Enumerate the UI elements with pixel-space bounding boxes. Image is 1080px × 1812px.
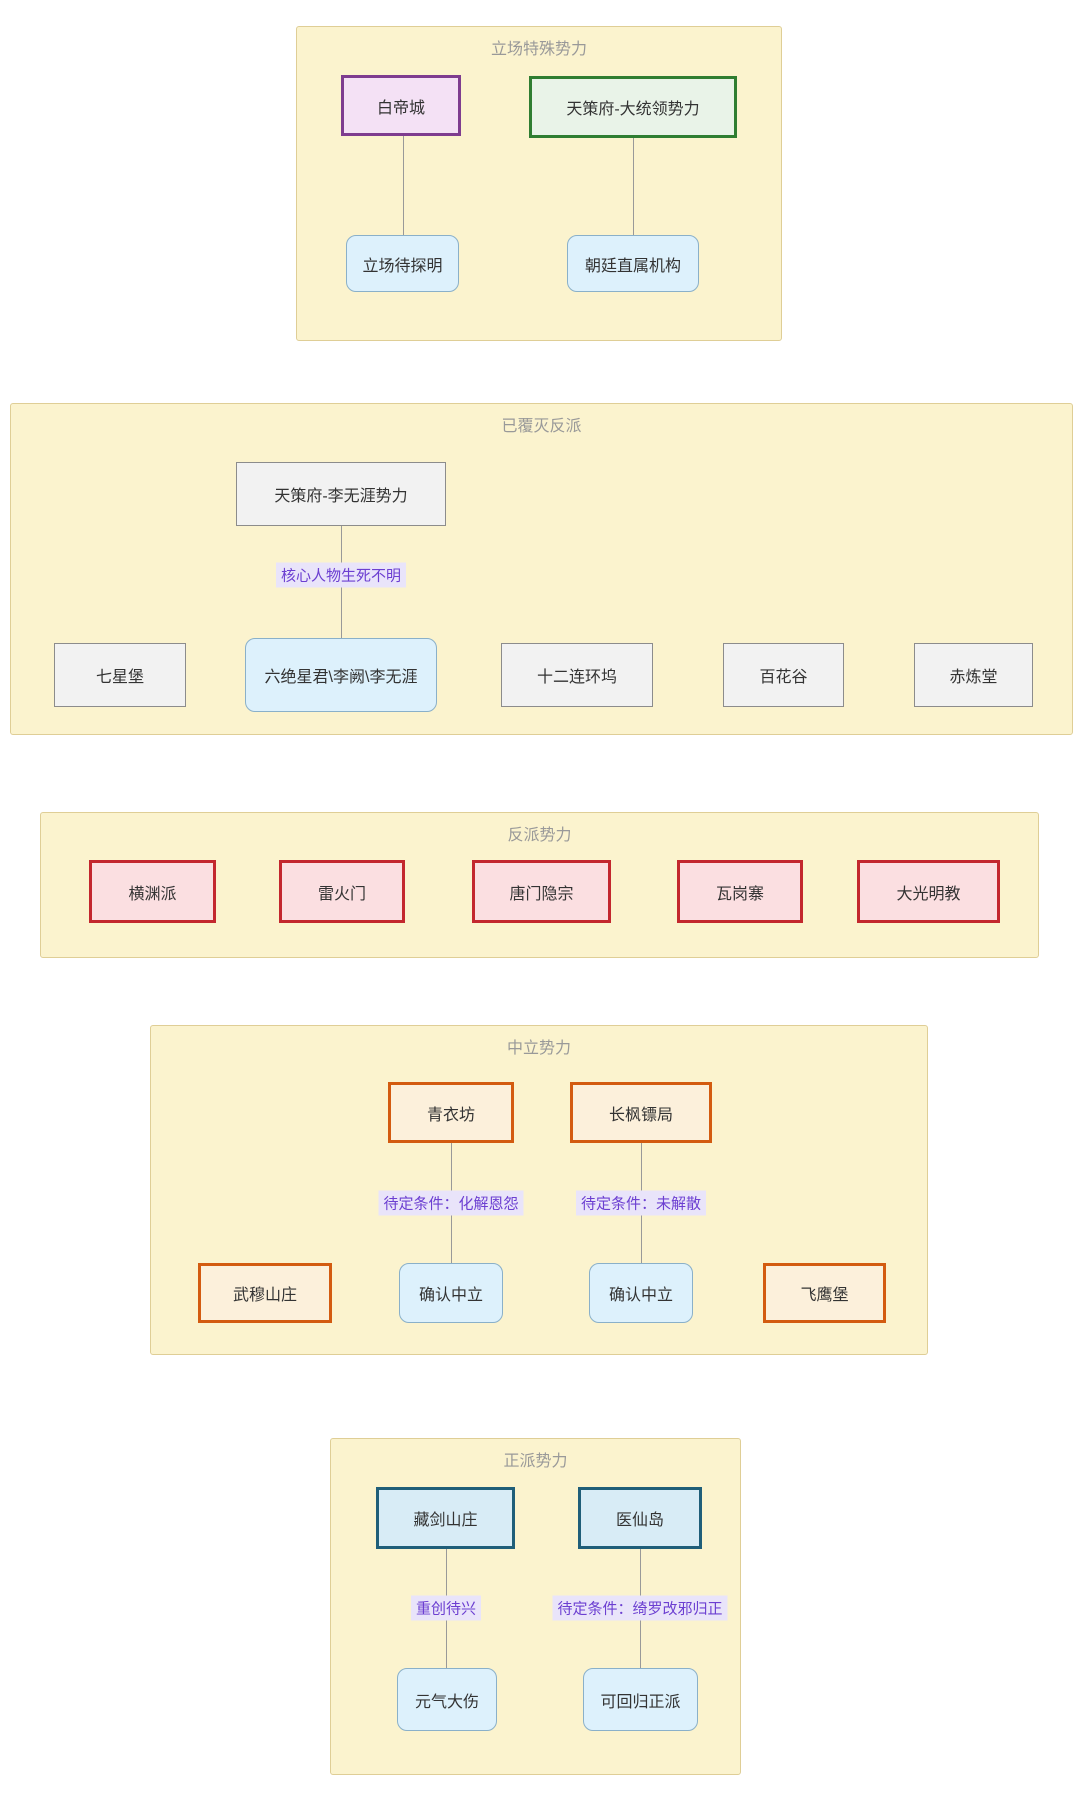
node-chaoting-zhishu-jigou: 朝廷直属机构 — [567, 235, 699, 292]
cluster-title-righteous-forces: 正派势力 — [503, 1453, 568, 1470]
node-tangmen-yinzong: 唐门隐宗 — [472, 860, 611, 923]
node-kehuigui-zhengpai: 可回归正派 — [583, 1668, 698, 1731]
node-tiancefu-liwuya: 天策府-李无涯势力 — [236, 462, 446, 526]
node-cangjian-shanzhuang: 藏剑山庄 — [376, 1487, 515, 1549]
node-hengyuanpai: 横渊派 — [89, 860, 216, 923]
edge-label-weijiesan: 待定条件：未解散 — [575, 1190, 707, 1216]
cluster-destroyed-villains: 已覆灭反派 核心人物生死不明 天策府-李无涯势力 七星堡 六绝星君\李阙\李无涯… — [10, 403, 1073, 735]
node-daguangmingjiao: 大光明教 — [857, 860, 1000, 923]
node-wagangzhai: 瓦岗寨 — [677, 860, 803, 923]
node-yixiandao: 医仙岛 — [578, 1487, 702, 1549]
edge-line-baidicheng — [403, 136, 404, 235]
node-queren-zhongli-1: 确认中立 — [399, 1263, 503, 1323]
node-shier-lianhuanwu: 十二连环坞 — [501, 643, 653, 707]
cluster-neutral-forces: 中立势力 待定条件：化解恩怨 待定条件：未解散 青衣坊 长枫镖局 武穆山庄 确认… — [150, 1025, 928, 1355]
node-changfeng-biaoju: 长枫镖局 — [570, 1082, 712, 1143]
node-qingyifang: 青衣坊 — [388, 1082, 514, 1143]
node-lichang-daitanming: 立场待探明 — [346, 235, 459, 292]
node-chiliantang: 赤炼堂 — [914, 643, 1033, 707]
node-leihuomen: 雷火门 — [279, 860, 405, 923]
node-queren-zhongli-2: 确认中立 — [589, 1263, 693, 1323]
cluster-title-villain-forces: 反派势力 — [507, 827, 572, 844]
node-liujue-xingjun: 六绝星君\李阙\李无涯 — [245, 638, 437, 712]
cluster-title-destroyed-villains: 已覆灭反派 — [501, 418, 582, 435]
cluster-title-special-stance: 立场特殊势力 — [490, 41, 587, 58]
edge-label-huajie-enyuan: 待定条件：化解恩怨 — [378, 1190, 524, 1216]
node-qixingbao: 七星堡 — [54, 643, 186, 707]
node-baidicheng: 白帝城 — [341, 75, 461, 136]
node-yuanqi-dashang: 元气大伤 — [397, 1668, 497, 1731]
edge-line-tiancefu-datongling — [633, 138, 634, 235]
cluster-special-stance: 立场特殊势力 白帝城 天策府-大统领势力 立场待探明 朝廷直属机构 — [296, 26, 782, 341]
edge-label-chongchuang-daixing: 重创待兴 — [410, 1595, 482, 1621]
cluster-villain-forces: 反派势力 横渊派 雷火门 唐门隐宗 瓦岗寨 大光明教 — [40, 812, 1039, 958]
cluster-righteous-forces: 正派势力 重创待兴 待定条件：绮罗改邪归正 藏剑山庄 医仙岛 元气大伤 可回归正… — [330, 1438, 741, 1775]
edge-label-hexin-renwu: 核心人物生死不明 — [275, 562, 407, 588]
cluster-title-neutral-forces: 中立势力 — [506, 1040, 571, 1057]
node-tiancefu-datongling: 天策府-大统领势力 — [529, 76, 737, 138]
edge-label-qiluo-gaixie-guizheng: 待定条件：绮罗改邪归正 — [552, 1595, 728, 1621]
node-wumu-shanzhuang: 武穆山庄 — [198, 1263, 332, 1323]
node-feiyingbao: 飞鹰堡 — [763, 1263, 886, 1323]
node-baihuagu: 百花谷 — [723, 643, 844, 707]
